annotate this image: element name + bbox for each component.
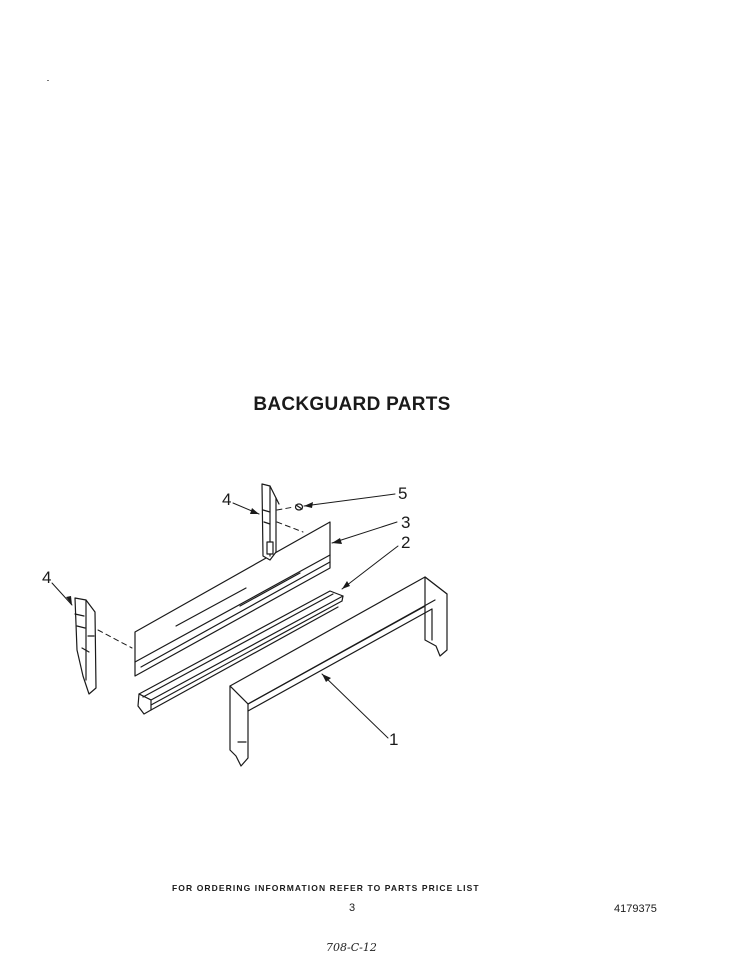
ordering-note: FOR ORDERING INFORMATION REFER TO PARTS … <box>172 883 480 893</box>
part-1-backguard-channel <box>229 576 448 767</box>
part-5-screw <box>294 503 304 511</box>
assembly-lines <box>97 506 304 649</box>
page-title: BACKGUARD PARTS <box>253 394 451 415</box>
part-2-trim-strip <box>137 590 344 715</box>
callout-part-4-left: 4 <box>42 568 51 587</box>
part-4-left-end-bracket <box>74 597 97 695</box>
part-3-backguard-panel <box>134 521 331 677</box>
callout-part-3: 3 <box>401 513 410 532</box>
callout-part-1: 1 <box>389 730 398 749</box>
callout-part-2: 2 <box>401 533 410 552</box>
callout-part-4-right: 4 <box>222 490 231 509</box>
scan-speck <box>47 80 49 81</box>
document-number: 4179375 <box>614 903 657 915</box>
handwritten-code: 708-C-12 <box>326 941 377 954</box>
leader-arrowheads <box>66 502 350 682</box>
part-4-right-end-bracket <box>261 483 280 561</box>
page-number: 3 <box>349 902 356 914</box>
callout-part-5: 5 <box>398 484 407 503</box>
